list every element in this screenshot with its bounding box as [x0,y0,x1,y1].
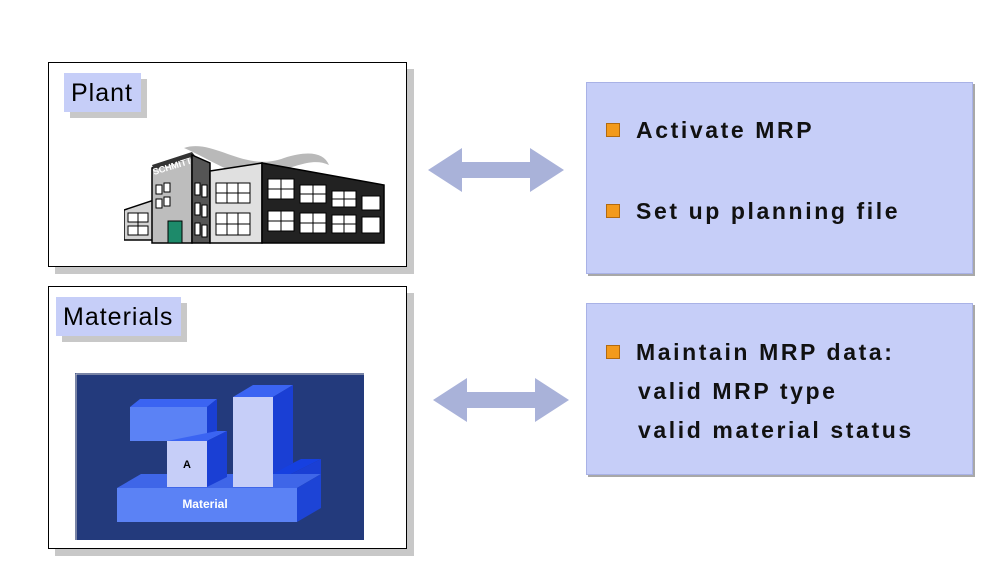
bullet-icon [606,345,620,359]
plant-panel: Plant SCHMITT [48,62,407,267]
materials-panel: Materials A Material [48,286,407,549]
base-label-material: Material [182,497,227,511]
materials-actions-box: Maintain MRP data: valid MRP type valid … [586,303,973,475]
bullet-text: Set up planning file [636,198,901,224]
bullet-item: Activate MRP [606,115,814,145]
materials-label: Materials [56,297,182,336]
plant-actions-box: Activate MRP Set up planning file [586,82,973,274]
double-arrow-icon [433,378,569,422]
continuation-text: valid MRP type [638,378,838,404]
bullet-icon [606,123,620,137]
factory-icon: SCHMITT [124,146,385,244]
material-blocks-icon: A Material [75,373,364,540]
block-label-a: A [183,459,191,471]
bullet-item: Set up planning file [606,196,900,226]
double-arrow-icon [428,148,564,192]
plant-label: Plant [64,73,141,112]
bullet-icon [606,204,620,218]
bullet-item: Maintain MRP data: [606,337,895,367]
continuation-text: valid material status [638,417,914,443]
bullet-text: Activate MRP [636,117,815,143]
bullet-text: Maintain MRP data: [636,339,895,365]
